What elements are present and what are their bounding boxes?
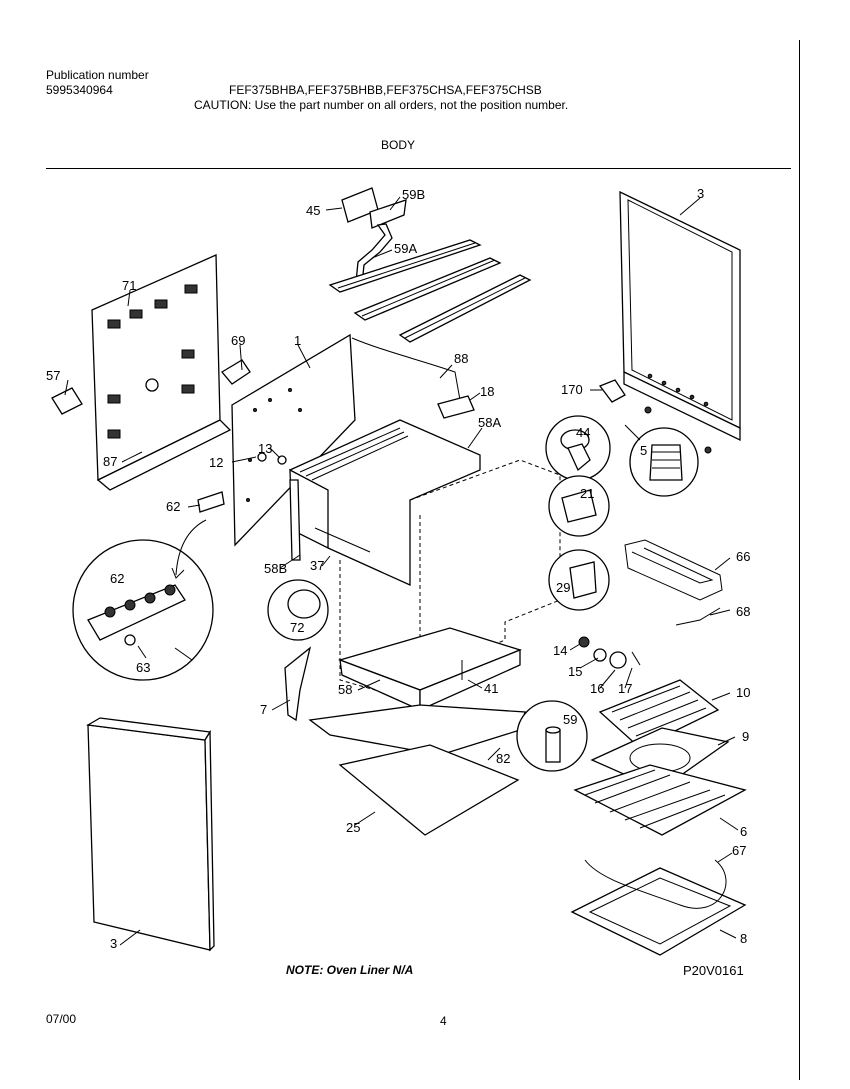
callout-25: 25: [346, 820, 360, 835]
callout-41: 41: [484, 681, 498, 696]
part-3-side-panel-lower: [86, 717, 215, 952]
callout-68: 68: [736, 604, 750, 619]
detail-circle-5: [629, 427, 699, 497]
callout-69: 69: [231, 333, 245, 348]
callout-58b: 58B: [264, 561, 287, 576]
part-12: [257, 452, 267, 462]
leader-lines: [64, 196, 739, 946]
detail-circle-72: [267, 579, 329, 641]
callout-15: 15: [568, 664, 582, 679]
knob-parts: [578, 636, 641, 669]
callout-63: 63: [136, 660, 150, 675]
callout-44: 44: [576, 425, 590, 440]
callout-62-block: 62: [166, 499, 180, 514]
callout-170: 170: [561, 382, 583, 397]
publication-number: 5995340964: [46, 83, 113, 97]
callout-59a: 59A: [394, 241, 417, 256]
part-18-bracket: [437, 395, 475, 419]
callout-6: 6: [740, 824, 747, 839]
part-170-bracket: [598, 379, 626, 403]
broiler-pan-assembly: [573, 679, 747, 836]
callout-17: 17: [618, 681, 632, 696]
part-58a-oven-body: [289, 419, 481, 587]
publication-label: Publication number: [46, 68, 149, 82]
callout-12: 12: [209, 455, 223, 470]
detail-circle-29: [548, 549, 610, 611]
callout-82: 82: [496, 751, 510, 766]
top-rails: [328, 239, 532, 343]
callout-57: 57: [46, 368, 60, 383]
callout-21: 21: [580, 486, 594, 501]
header-rule: [46, 168, 791, 169]
callout-58a: 58A: [478, 415, 501, 430]
page-number: 4: [440, 1014, 447, 1028]
callout-87: 87: [103, 454, 117, 469]
part-71-back-panel: [91, 254, 232, 491]
part-45-bracket: [341, 187, 407, 285]
caution-text: CAUTION: Use the part number on all orde…: [194, 98, 569, 112]
callout-5: 5: [640, 443, 647, 458]
callout-72: 72: [290, 620, 304, 635]
callout-71: 71: [122, 278, 136, 293]
detail-pointer-arrow: [175, 519, 207, 576]
part-37-rod: [314, 527, 371, 553]
callout-67: 67: [732, 843, 746, 858]
right-margin-rule: [799, 40, 800, 1080]
detail-pointer-head: [171, 567, 185, 579]
callout-62-detail: 62: [110, 571, 124, 586]
callout-29: 29: [556, 580, 570, 595]
part-3-rear-panel: [619, 190, 741, 442]
callout-10: 10: [736, 685, 750, 700]
part-88-wire: [351, 337, 461, 401]
detail-circle-44: [545, 415, 611, 481]
callout-3-bottom: 3: [110, 936, 117, 951]
callout-37: 37: [310, 558, 324, 573]
section-title: BODY: [381, 138, 416, 152]
part-58b-liner: [289, 479, 301, 561]
callout-45: 45: [306, 203, 320, 218]
part-57-plate: [51, 387, 83, 415]
callout-66: 66: [736, 549, 750, 564]
detail-circle-59: [516, 700, 588, 772]
detail-circle-21: [548, 475, 610, 537]
part-7-hinge: [284, 646, 312, 722]
oven-liner-note: NOTE: Oven Liner N/A: [286, 963, 414, 977]
callout-88: 88: [454, 351, 468, 366]
model-numbers: FEF375BHBA,FEF375BHBB,FEF375CHSA,FEF375C…: [229, 83, 542, 97]
callout-3-top: 3: [697, 186, 704, 201]
callout-9: 9: [742, 729, 749, 744]
part-screw: [644, 406, 652, 414]
callout-16: 16: [590, 681, 604, 696]
callout-8: 8: [740, 931, 747, 946]
part-25-bottom: [338, 744, 520, 836]
callout-58: 58: [338, 682, 352, 697]
callout-1: 1: [294, 333, 301, 348]
diagram-code: P20V0161: [683, 963, 744, 978]
callout-18: 18: [480, 384, 494, 399]
callout-13: 13: [258, 441, 272, 456]
callout-59b: 59B: [402, 187, 425, 202]
part-58-floor: [337, 627, 522, 712]
date-code: 07/00: [46, 1012, 77, 1026]
part-screw-2: [704, 446, 712, 454]
part-1-side-panel: [221, 333, 356, 547]
callout-7: 7: [260, 702, 267, 717]
detail-circle-62-63: [72, 539, 214, 681]
part-62-terminal-block: [197, 491, 225, 513]
part-66-bake-element: [624, 539, 723, 626]
part-8-bottom-element: [570, 859, 747, 956]
callout-59: 59: [563, 712, 577, 727]
callout-14: 14: [553, 643, 567, 658]
